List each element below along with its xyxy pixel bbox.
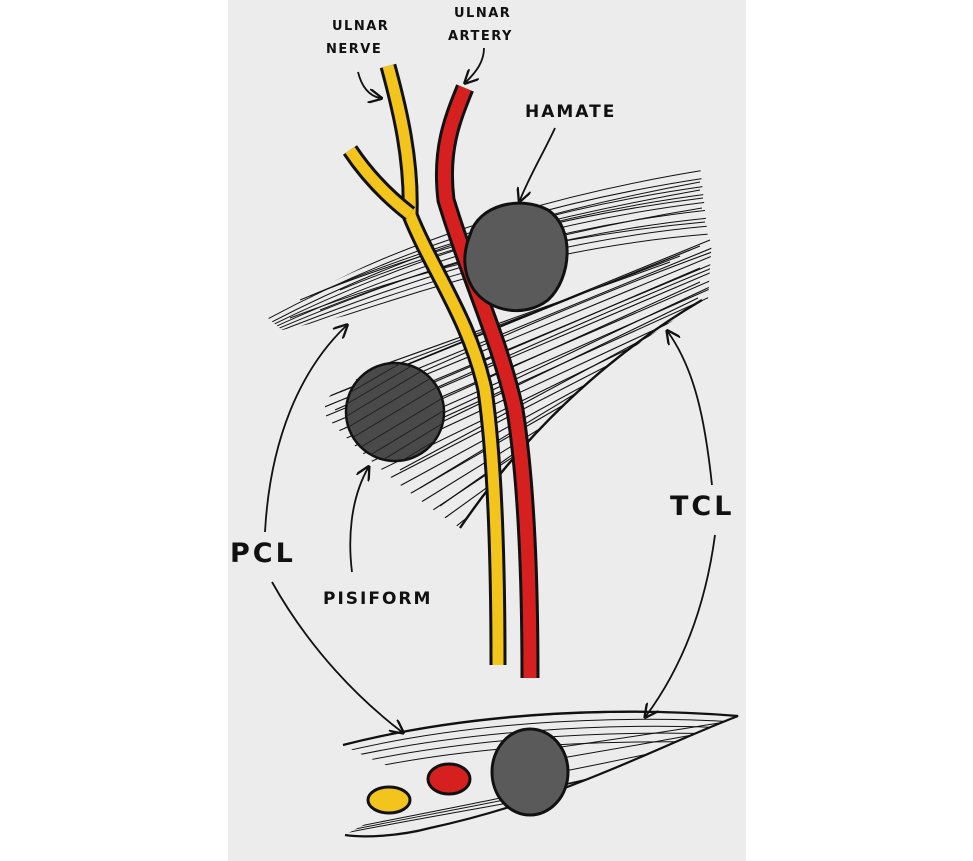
pointer-arrows <box>264 47 716 732</box>
arrow-ulnar-nerve <box>357 71 380 98</box>
label-ulnar-nerve-line1: ULNAR <box>332 19 389 34</box>
arrow-pisiform <box>349 468 368 573</box>
arrow-hamate <box>520 127 556 200</box>
section-artery <box>426 762 472 796</box>
ulnar-nerve <box>342 63 507 666</box>
label-pisiform: PISIFORM <box>323 589 432 609</box>
label-ulnar-artery-line2: ARTERY <box>448 29 513 44</box>
section-hamate <box>490 727 570 817</box>
arrow-tcl-top <box>668 332 713 486</box>
ulnar-artery <box>434 84 540 679</box>
section-nerve <box>366 785 412 815</box>
label-ulnar-nerve-line2: NERVE <box>326 42 382 57</box>
arrow-tcl-bottom <box>646 534 716 716</box>
arrow-ulnar-artery <box>466 47 485 82</box>
arrow-pcl-top <box>264 326 346 533</box>
pisiform-bone <box>344 361 446 463</box>
label-pcl: PCL <box>230 538 296 569</box>
label-ulnar-artery-line1: ULNAR <box>454 6 511 21</box>
label-hamate: HAMATE <box>525 102 616 122</box>
hamate-bone <box>463 201 569 313</box>
arrow-pcl-bottom <box>271 581 402 732</box>
tcl-edge-line <box>459 298 703 529</box>
label-tcl: TCL <box>670 491 734 522</box>
